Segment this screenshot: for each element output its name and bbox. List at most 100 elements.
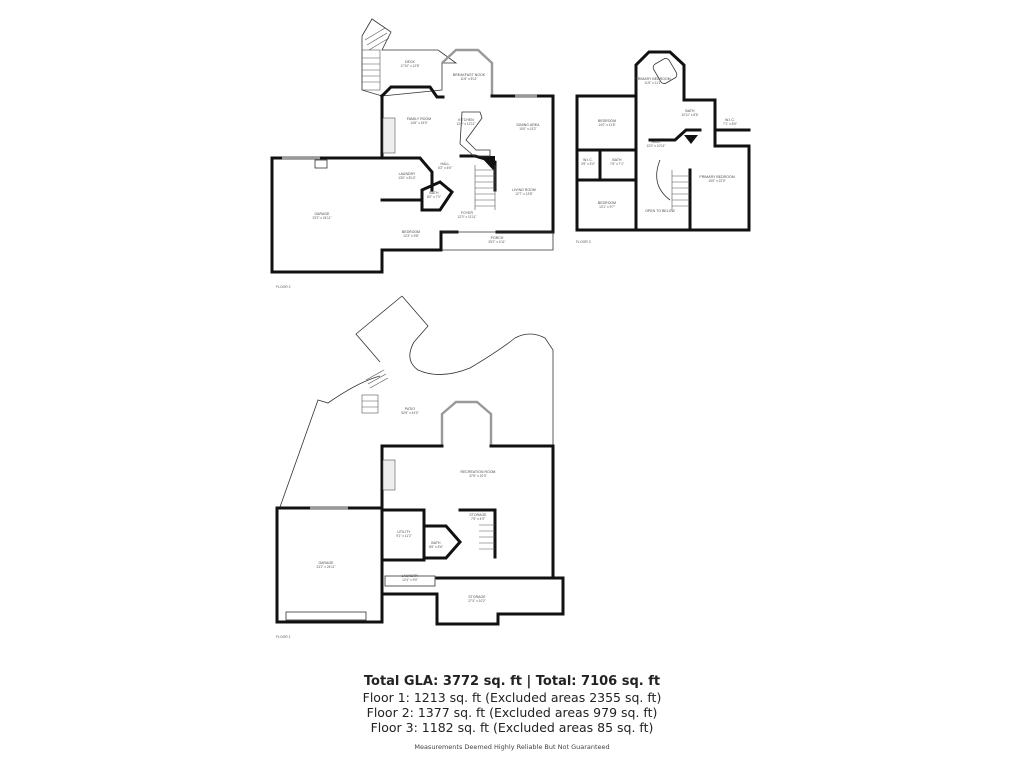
floor-1-tag: FLOOR 1	[276, 635, 291, 639]
room-label: GARAGE	[318, 561, 334, 565]
room-label: PORCH	[491, 236, 504, 240]
laundry-counter	[384, 575, 436, 587]
room-label: UTILITY	[397, 530, 411, 534]
floor-2-labels: DECK 17'10" x 12'8" BREAKFAST NOOK 11'6"…	[312, 60, 540, 244]
room-dim: 8'0" x 7'0"	[427, 195, 441, 199]
room-label: FOYER	[461, 211, 474, 215]
open-to-below-curve	[656, 159, 671, 201]
room-dim: 12'4" x 9'0"	[402, 578, 418, 582]
room-label: PRIMARY BEDROOM	[699, 175, 734, 179]
floor-3-plan: FLOOR 3	[575, 50, 751, 244]
room-label: OPEN TO BELOW	[645, 209, 675, 213]
porch-outline	[442, 231, 554, 251]
room-label: BEDROOM	[598, 201, 616, 205]
room-dim: 14'0" x 11'8"	[598, 123, 615, 127]
patio-curve	[401, 295, 554, 446]
room-dim: 12'0" x 11'11"	[458, 215, 477, 219]
room-dim: 15'0" x 22'0"	[708, 179, 725, 183]
room-dim: 12'3" x 9'8"	[403, 234, 419, 238]
family-room-north-wall	[379, 85, 445, 99]
room-dim: 25'2" x 4'11"	[488, 240, 505, 244]
room-dim: 11'6" x 8'11"	[460, 77, 477, 81]
room-label: BEDROOM	[402, 230, 420, 234]
nook-bay-windows	[441, 48, 494, 96]
floor3-stairs	[671, 170, 690, 210]
room-dim: 7'5" x 4'9"	[471, 517, 485, 521]
room-dim: 3'9" x 5'0"	[581, 162, 595, 166]
garage-workbench	[285, 611, 367, 621]
deck-stairs	[361, 27, 390, 91]
floor2-west-walls	[270, 94, 459, 274]
room-label: DECK	[405, 60, 415, 64]
room-label: BATH	[431, 541, 441, 545]
wic-walls	[575, 148, 602, 182]
room-dim: 23'2" x 24'11"	[312, 216, 331, 220]
laundry-hall-walls	[380, 156, 434, 192]
rec-room-bay	[440, 400, 493, 446]
room-dim: 7'1" x 8'6"	[723, 122, 737, 126]
room-label: FAMILY ROOM	[407, 117, 431, 121]
room-label: GARAGE	[314, 212, 330, 216]
room-dim: 11'6" x 11'1"	[644, 81, 661, 85]
patio-stairs	[361, 369, 389, 414]
floor-2-plan: FLOOR 2	[270, 18, 555, 289]
room-label: BATH	[429, 191, 439, 195]
total-area: Total GLA: 3772 sq. ft | Total: 7106 sq.…	[363, 674, 661, 689]
room-dim: 23'2" x 24'11"	[316, 565, 335, 569]
hall-corner-fill	[684, 135, 698, 144]
room-dim: 6'2" x 6'6"	[438, 166, 452, 170]
room-dim: 37'6" x 20'3"	[469, 474, 486, 478]
room-label: BATH	[612, 158, 622, 162]
room-dim: 12'7" x 13'8"	[515, 192, 532, 196]
storage-small-walls	[458, 508, 497, 559]
room-label: RECREATION ROOM	[461, 470, 496, 474]
room-label: KITCHEN	[458, 118, 474, 122]
disclaimer: Measurements Deemed Highly Reliable But …	[414, 743, 610, 751]
floor-3-labels: PRIMARY BEDROOM 11'6" x 11'1" BEDROOM 14…	[581, 77, 737, 213]
room-label: W.I.C.	[725, 118, 735, 122]
room-label: PRIMARY BEDROOM	[635, 77, 670, 81]
fireplace-f1	[382, 459, 396, 491]
room-label: STORAGE	[468, 595, 486, 599]
wic-outline	[713, 98, 751, 132]
room-dim: 12'0" x 10'11"	[646, 144, 665, 148]
bath-walls	[420, 180, 454, 212]
room-dim: 17'10" x 12'8"	[400, 64, 419, 68]
room-label: BREAKFAST NOOK	[453, 73, 486, 77]
room-label: PATIO	[405, 407, 415, 411]
room-label: STORAGE	[469, 513, 487, 517]
floor-3-tag: FLOOR 3	[576, 240, 591, 244]
stair-corner-fill	[480, 156, 495, 172]
patio-west-edge	[279, 375, 381, 508]
room-dim: 12'0" x 12'11"	[456, 122, 475, 126]
room-dim: 13'0" x 8'10"	[398, 176, 415, 180]
floor-1-plan: FLOOR 1	[275, 295, 565, 639]
floor-2-tag: FLOOR 2	[276, 285, 291, 289]
room-label: BEDROOM	[598, 119, 616, 123]
floor-1-area: Floor 1: 1213 sq. ft (Excluded areas 235…	[362, 690, 662, 705]
floor1-stairs	[479, 524, 495, 550]
room-dim: 7'6" x 7'1"	[610, 162, 624, 166]
kitchen-counter	[459, 111, 491, 157]
floor-2-area: Floor 2: 1377 sq. ft (Excluded areas 979…	[366, 705, 658, 720]
room-label: DINING AREA	[517, 123, 541, 127]
utility-walls	[380, 508, 426, 562]
room-dim: 27'4" x 10'2"	[468, 599, 485, 603]
bathtub	[652, 58, 678, 84]
hall-wall	[648, 128, 702, 142]
fireplace	[382, 117, 396, 154]
room-dim: 10'11" x 8'6"	[681, 113, 698, 117]
room-dim: 14'6" x 16'0"	[410, 121, 427, 125]
room-dim: 52'6" x 44'0"	[401, 411, 418, 415]
floor1-outer-walls	[380, 444, 565, 626]
patio-upper-edge	[355, 295, 403, 363]
garage-shelf	[314, 159, 328, 169]
floor-3-area: Floor 3: 1182 sq. ft (Excluded areas 85 …	[370, 720, 654, 735]
room-dim: 10'0" x 13'2"	[519, 127, 536, 131]
room-dim: 13'1" x 9'7"	[599, 205, 615, 209]
room-dim: 9'1" x 11'2"	[396, 534, 411, 538]
floor-1-labels: PATIO 52'6" x 44'0" RECREATION ROOM 37'6…	[316, 407, 495, 603]
dining-living-walls	[490, 94, 555, 234]
room-dim: 8'6" x 5'6"	[429, 545, 443, 549]
